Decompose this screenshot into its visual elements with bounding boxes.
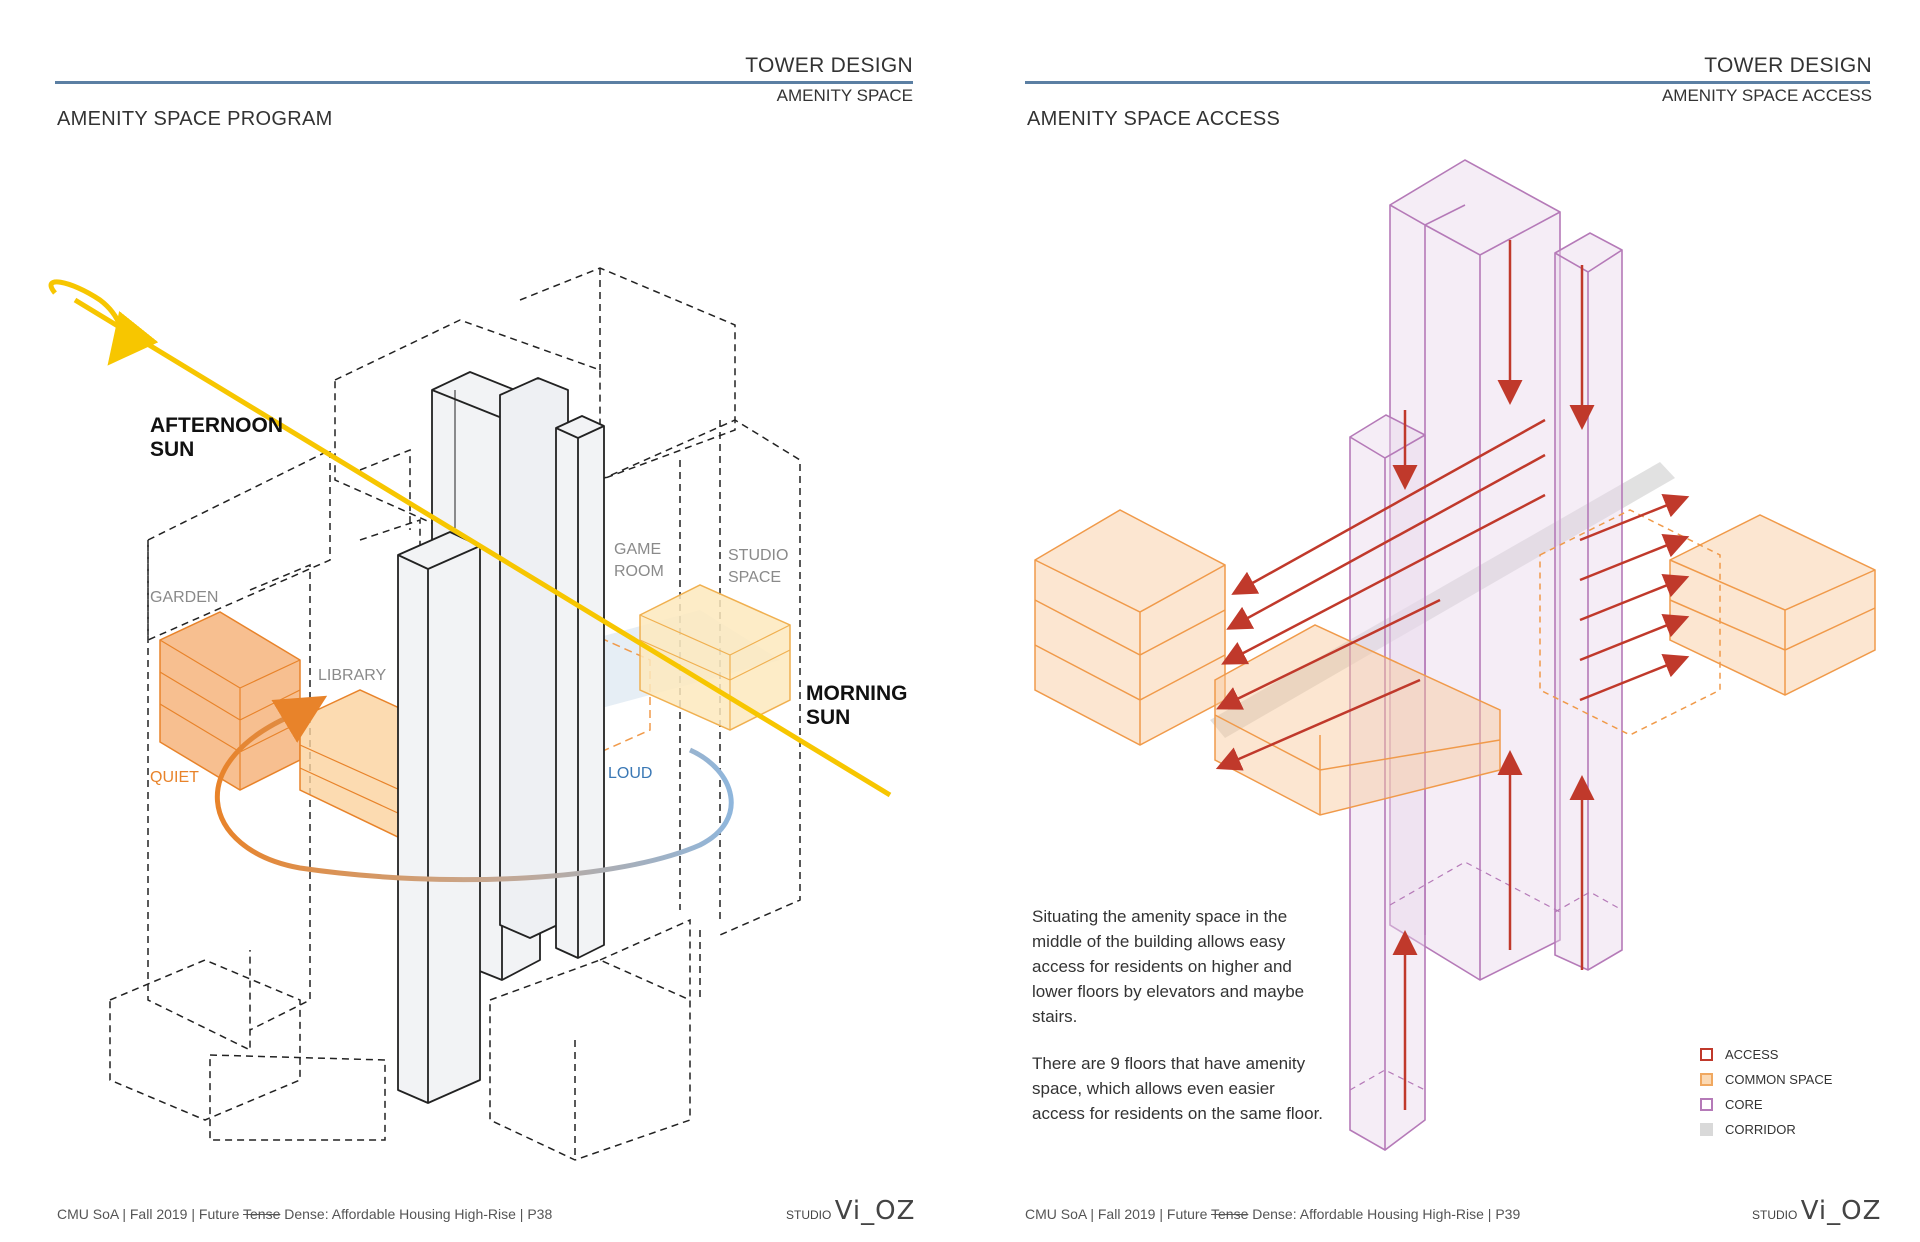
legend-swatch-common-space [1700,1073,1713,1086]
game-room-label-1: GAME [614,541,661,558]
studio-space-label-2: SPACE [728,569,781,586]
corridor-band [1210,462,1675,738]
header-title: TOWER DESIGN [1704,54,1872,77]
common-space-right [1539,509,1876,736]
footer-text-post: Dense: Affordable Housing High-Rise | P3… [280,1206,553,1222]
quiet-arrowhead [271,695,328,743]
amenity-program-diagram: AFTERNOON SUN MORNING SUN GARDEN LIBRARY… [48,267,908,1161]
core-columns [397,371,605,1104]
header-rule [55,81,913,84]
library-label: LIBRARY [318,667,387,684]
access-arrow [1215,678,1421,771]
afternoon-sun-label-2: SUN [150,438,194,461]
right-page: TOWER DESIGN AMENITY SPACE ACCESS AMENIT… [960,0,1920,1242]
legend-swatch-access [1700,1048,1713,1061]
section-title: AMENITY SPACE ACCESS [1027,108,1281,130]
access-arrow [1216,598,1441,710]
access-arrow [1231,418,1546,595]
legend-access: ACCESS [1700,1042,1832,1067]
footer-text-strike: Tense [1211,1206,1249,1222]
common-space-left [1034,509,1501,816]
footer-text-pre: CMU SoA | Fall 2019 | Future [1025,1206,1211,1222]
left-page: TOWER DESIGN AMENITY SPACE AMENITY SPACE… [48,54,915,1226]
access-arrow [1579,493,1690,542]
studio-space-box [639,584,791,731]
legend-swatch-core [1700,1098,1713,1111]
access-arrows [1215,240,1690,1110]
footer-text-pre: CMU SoA | Fall 2019 | Future [57,1206,243,1222]
morning-sun-label-2: SUN [806,706,850,729]
header-subtitle: AMENITY SPACE ACCESS [1661,86,1872,105]
footer: CMU SoA | Fall 2019 | Future Tense Dense… [57,1206,552,1222]
header-subtitle: AMENITY SPACE [776,86,913,105]
loud-label: LOUD [608,765,652,782]
studio-logo-mark: Vi_OZ [834,1196,916,1226]
legend-label-core: CORE [1725,1097,1763,1112]
core-hidden-edges [1349,861,1623,1091]
footer-text-strike: Tense [243,1206,281,1222]
studio-word: STUDIO [1752,1208,1798,1222]
access-arrow [1221,493,1546,665]
description: Situating the amenity space in the middl… [1032,904,1332,1148]
description-paragraph-2: There are 9 floors that have amenity spa… [1032,1054,1324,1123]
studio-logo-right: STUDIO Vi_OZ [1752,1196,1881,1226]
description-paragraph-1: Situating the amenity space in the middl… [1032,907,1305,1026]
access-arrow [1579,613,1690,662]
access-arrow [1579,653,1690,702]
morning-sun-label-1: MORNING [806,682,908,705]
access-arrow [1579,533,1690,582]
legend-label-corridor: CORRIDOR [1725,1122,1796,1137]
sun-path-line [73,297,892,798]
header-rule [1025,81,1870,84]
garden-label: GARDEN [150,589,218,606]
header-title: TOWER DESIGN [745,54,913,77]
access-arrow [1226,453,1546,630]
studio-word: STUDIO [786,1208,832,1222]
footer-text-post: Dense: Affordable Housing High-Rise | P3… [1248,1206,1521,1222]
legend-common-space: COMMON SPACE [1700,1067,1832,1092]
studio-logo-mark: Vi_OZ [1800,1196,1882,1226]
studio-space-label-1: STUDIO [728,547,788,564]
legend-label-common-space: COMMON SPACE [1725,1072,1833,1087]
afternoon-sun-label-1: AFTERNOON [150,414,283,437]
game-room-label-2: ROOM [614,563,664,580]
studio-logo: STUDIO Vi_OZ [786,1196,915,1226]
quiet-loud-arrow [215,709,734,883]
quiet-label: QUIET [150,769,199,786]
legend-core: CORE [1700,1092,1832,1117]
afternoon-sun-arrow [48,279,159,366]
legend-label-access: ACCESS [1725,1047,1779,1062]
footer-right: CMU SoA | Fall 2019 | Future Tense Dense… [1025,1206,1520,1222]
legend: ACCESS COMMON SPACE CORE CORRIDOR [1700,1042,1832,1142]
legend-corridor: CORRIDOR [1700,1117,1832,1142]
section-title: AMENITY SPACE PROGRAM [57,108,333,130]
legend-swatch-corridor [1700,1123,1713,1136]
access-arrow [1579,573,1690,622]
